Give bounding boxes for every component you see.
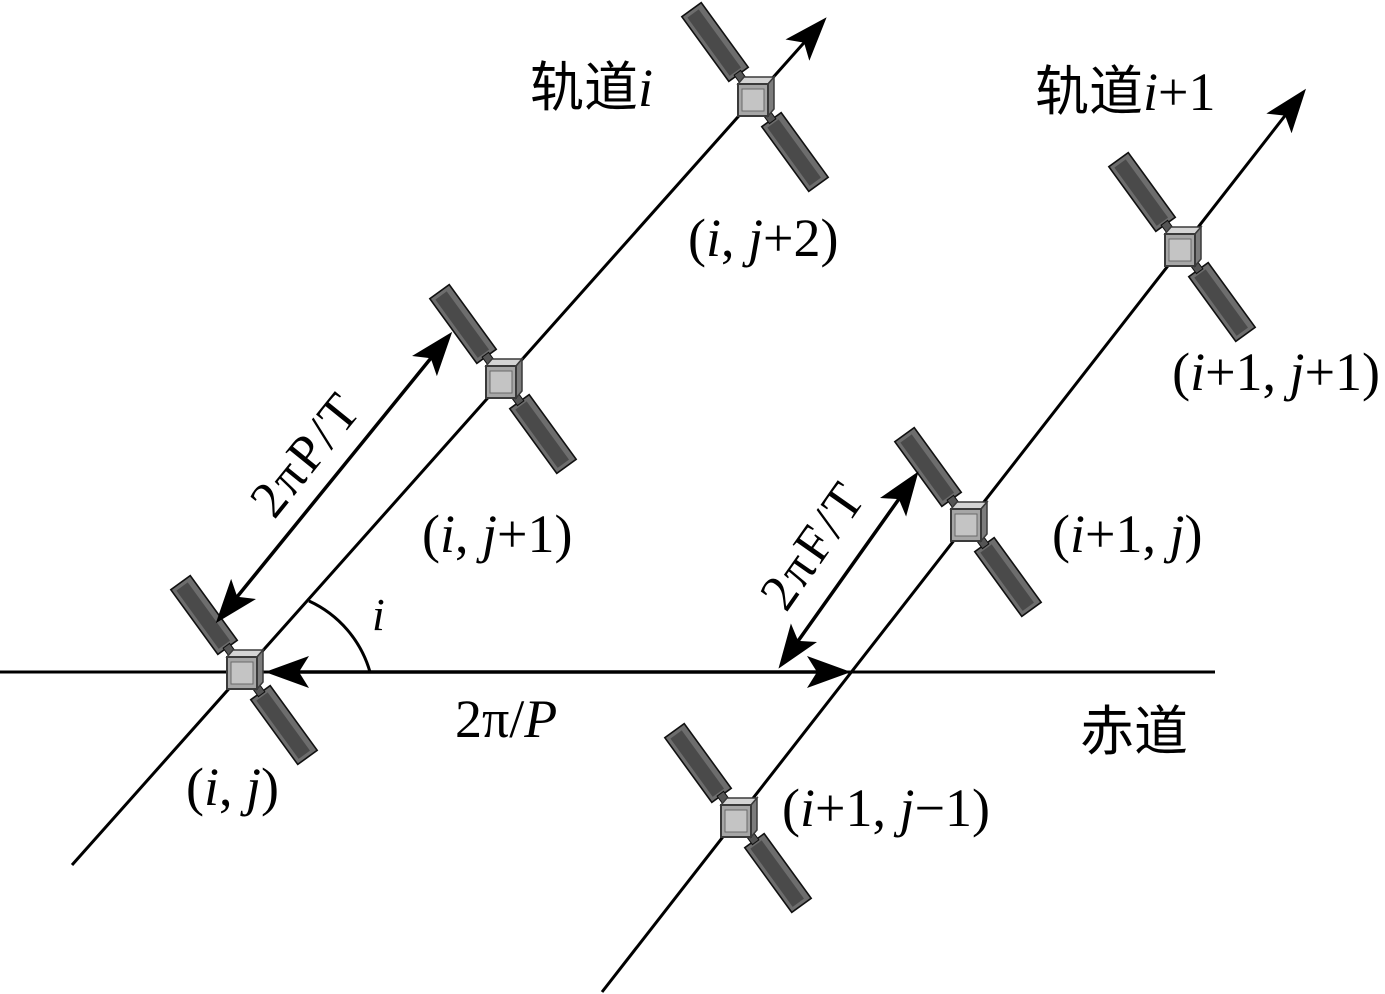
inclination-label: i	[372, 589, 385, 640]
satellite-label: (i+1, j−1)	[782, 778, 990, 838]
phase-offset-arrow	[778, 471, 919, 669]
satellite-icon	[1097, 142, 1269, 351]
satellite-icon	[159, 565, 331, 774]
orbit-i-line	[70, 17, 827, 866]
inclination-arc	[308, 599, 372, 673]
satellite-label: (i+1, j)	[1052, 504, 1202, 564]
satellite-label: (i, j+2)	[688, 208, 838, 268]
satellite-label: (i+1, j+1)	[1172, 342, 1380, 402]
orbit-i-label: 轨道i	[530, 58, 653, 118]
satellite-label: (i, j+1)	[422, 504, 572, 564]
in-plane-spacing-arrow	[215, 331, 453, 624]
orbit-i-plus-1-label: 轨道i+1	[1035, 62, 1215, 122]
satellite-icon	[418, 274, 590, 483]
equator-label: 赤道	[1080, 702, 1188, 762]
labels: 轨道i 轨道i+1 赤道 (i, j+2) (i, j+1) (i, j) (i…	[186, 58, 1380, 838]
phase-offset-label: 2πF/T	[749, 471, 877, 620]
measurement-arrows	[215, 331, 919, 688]
plane-spacing-label: 2π/P	[455, 689, 557, 749]
satellite-label: (i, j)	[186, 757, 279, 817]
satellite-icon	[883, 417, 1055, 626]
